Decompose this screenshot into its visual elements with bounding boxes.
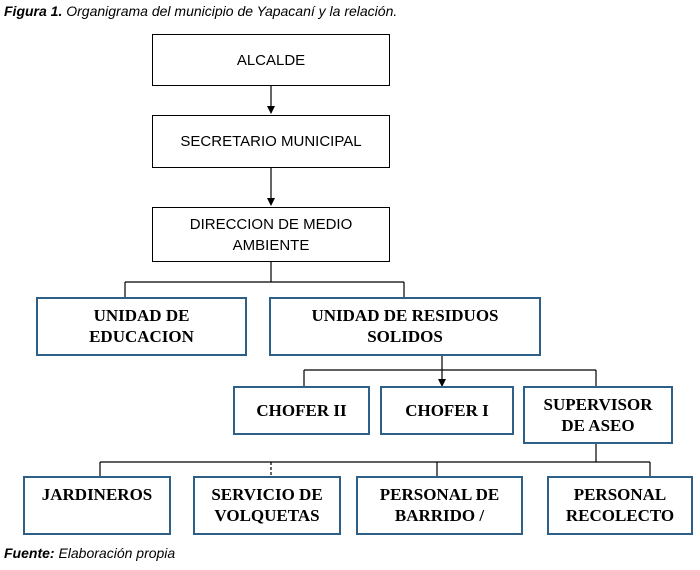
node-supervisor-line2: DE ASEO <box>561 416 635 435</box>
node-unidad-educacion: UNIDAD DE EDUCACION <box>36 297 247 356</box>
node-direccion-line2: AMBIENTE <box>232 236 310 254</box>
figure-title: Organigrama del municipio de Yapacaní y … <box>62 3 398 19</box>
source-label: Fuente: <box>4 545 55 561</box>
node-secretario-label: SECRETARIO MUNICIPAL <box>180 133 362 150</box>
node-educacion-line1: UNIDAD DE <box>93 306 190 325</box>
node-unidad-residuos-solidos: UNIDAD DE RESIDUOS SOLIDOS <box>269 297 541 356</box>
node-servicio-volquetas: SERVICIO DE VOLQUETAS <box>193 476 341 535</box>
node-barrido-label: PERSONAL DE BARRIDO / <box>380 484 500 526</box>
node-servicio-label: SERVICIO DE VOLQUETAS <box>211 484 322 526</box>
node-alcalde: ALCALDE <box>152 34 390 86</box>
node-educacion-label: UNIDAD DE EDUCACION <box>89 305 194 347</box>
node-servicio-line2: VOLQUETAS <box>214 506 320 525</box>
node-servicio-line1: SERVICIO DE <box>211 485 323 504</box>
node-personal-barrido: PERSONAL DE BARRIDO / <box>356 476 523 535</box>
figure-caption: Figura 1. Organigrama del municipio de Y… <box>4 3 397 19</box>
node-direccion-medio-ambiente: DIRECCION DE MEDIO AMBIENTE <box>152 207 390 262</box>
node-jardineros: JARDINEROS <box>23 476 171 535</box>
source-text: Elaboración propia <box>54 545 176 561</box>
node-secretario-municipal: SECRETARIO MUNICIPAL <box>152 115 390 168</box>
node-supervisor-label: SUPERVISOR DE ASEO <box>544 394 653 436</box>
node-direccion-label: DIRECCION DE MEDIO AMBIENTE <box>190 214 353 256</box>
figure-label: Figura 1. <box>4 3 63 19</box>
node-residuos-line2: SOLIDOS <box>367 327 443 346</box>
node-chofer-ii: CHOFER II <box>233 386 370 435</box>
node-barrido-line1: PERSONAL DE <box>379 485 500 504</box>
node-educacion-line2: EDUCACION <box>89 327 194 346</box>
node-chofer-i: CHOFER I <box>380 386 514 435</box>
node-barrido-line2: BARRIDO / <box>394 506 485 525</box>
node-residuos-line1: UNIDAD DE RESIDUOS <box>311 306 499 325</box>
node-personal-recolecto: PERSONAL RECOLECTO <box>547 476 693 535</box>
node-jardineros-label: JARDINEROS <box>41 485 153 504</box>
node-residuos-label: UNIDAD DE RESIDUOS SOLIDOS <box>311 305 498 347</box>
node-chofer1-label: CHOFER I <box>405 401 489 420</box>
node-recolecto-line2: RECOLECTO <box>565 506 675 525</box>
node-recolecto-label: PERSONAL RECOLECTO <box>566 484 674 526</box>
node-direccion-line1: DIRECCION DE MEDIO <box>189 215 353 233</box>
node-supervisor-aseo: SUPERVISOR DE ASEO <box>523 386 673 444</box>
node-recolecto-line1: PERSONAL <box>573 485 667 504</box>
node-chofer2-label: CHOFER II <box>256 401 347 420</box>
node-supervisor-line1: SUPERVISOR <box>543 395 653 414</box>
source-caption: Fuente: Elaboración propia <box>4 545 175 561</box>
node-alcalde-label: ALCALDE <box>236 51 306 69</box>
